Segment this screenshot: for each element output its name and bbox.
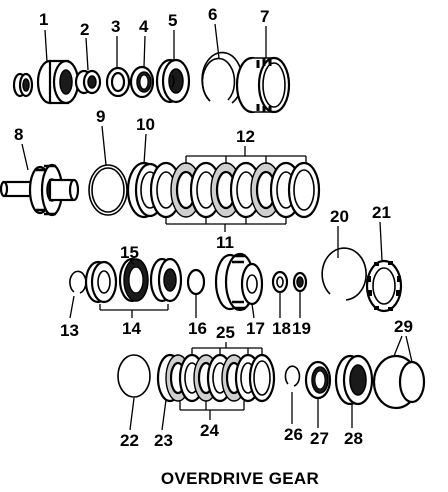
part-8-output-shaft [0,163,80,217]
leader-lines [21,23,413,431]
part-14-15-planetary-set [84,257,183,304]
callout-25: 25 [216,323,235,342]
part-29-cover [372,354,426,410]
part-9-snap-ring [88,164,128,216]
diagram-caption: OVERDRIVE GEAR [161,469,319,488]
part-1-bearing-cup [36,59,80,105]
callout-16: 16 [188,319,207,338]
callout-12: 12 [236,127,255,146]
callout-26: 26 [284,425,303,444]
part-19-washer [292,271,308,293]
callout-3: 3 [111,17,120,36]
callout-4: 4 [139,17,149,36]
part-3-washer [105,66,131,98]
part-21-sprag [365,259,403,313]
part-6-snap-ring [201,51,243,104]
callout-28: 28 [344,429,363,448]
callout-13: 13 [60,321,79,340]
part-small-bearing [12,72,34,98]
callout-22: 22 [120,431,139,450]
callout-15: 15 [120,243,139,262]
callout-17: 17 [246,319,265,338]
callout-24: 24 [200,421,219,440]
part-13-snap-ring [69,270,87,294]
callout-20: 20 [330,207,349,226]
part-17-sun-gear [214,252,264,312]
part-18-washer [271,270,289,294]
callout-labels: 1 2 3 4 5 6 7 8 9 10 11 12 13 14 15 16 1… [14,5,413,450]
callout-5: 5 [168,11,177,30]
callout-9: 9 [96,107,105,126]
part-23-24-25-clutch-pack [156,353,276,403]
callout-2: 2 [80,20,89,39]
part-28-bearing [334,354,374,406]
callout-18: 18 [272,319,291,338]
callout-19: 19 [292,319,311,338]
part-2-bushing [74,69,102,95]
callout-29: 29 [394,317,413,336]
callout-8: 8 [14,125,23,144]
part-16-thrust-washer [186,268,206,296]
part-5-clutch-hub [155,58,191,104]
callout-23: 23 [154,431,173,450]
part-20-snap-ring [321,247,367,301]
callout-6: 6 [208,5,217,24]
part-4-thrust-washer [129,65,155,99]
part-11-12-clutch-pack [149,161,321,219]
callout-27: 27 [310,429,329,448]
part-27-race [304,360,332,400]
part-7-drum [235,56,291,114]
callout-11: 11 [216,233,234,252]
callout-10: 10 [136,115,155,134]
part-26-snap-ring [284,365,301,387]
callout-21: 21 [372,203,391,222]
callout-1: 1 [39,10,48,29]
part-22-snap-ring [117,354,151,398]
callout-7: 7 [260,7,269,26]
callout-14: 14 [122,319,141,338]
